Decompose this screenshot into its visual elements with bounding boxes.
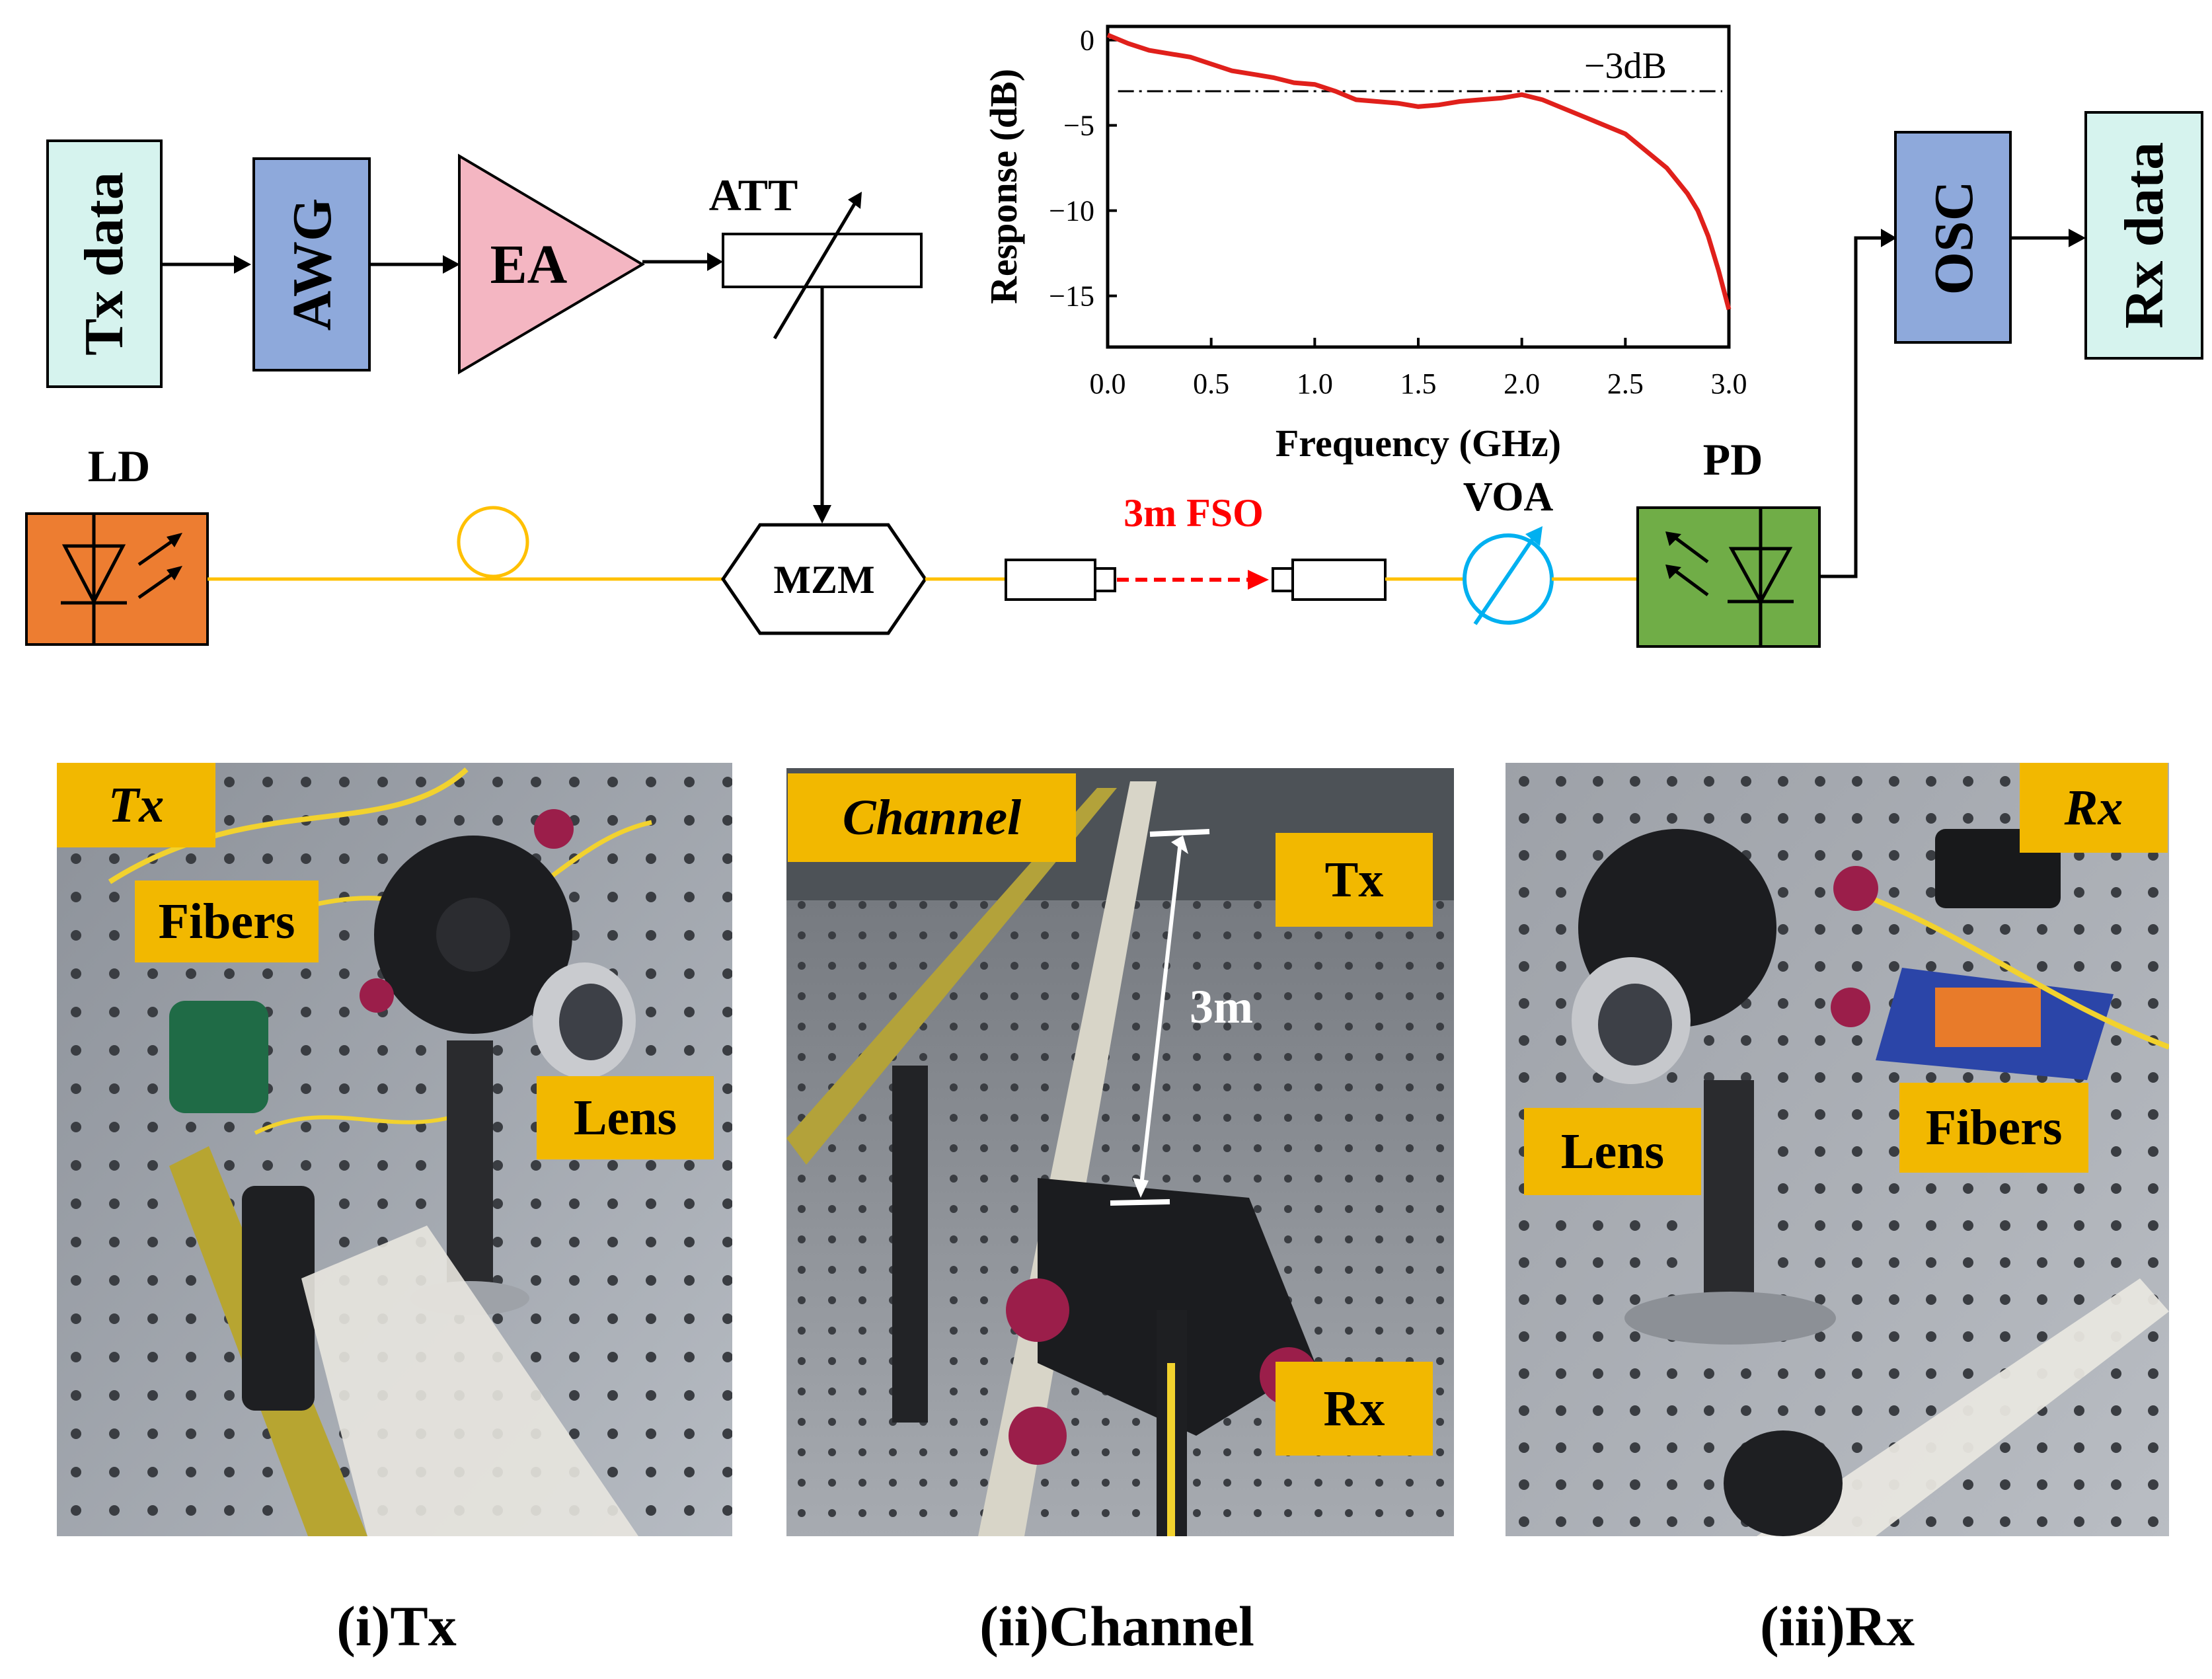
- y-tick-label: −10: [1049, 195, 1094, 227]
- rx-data-block: Rx data: [2084, 111, 2203, 360]
- channel-photo: Channel Tx Rx 3m: [786, 768, 1454, 1536]
- ld-laser-diode: [25, 512, 209, 646]
- osc-label: OSC: [1923, 181, 1985, 295]
- pd-photodiode: [1636, 506, 1821, 648]
- reception-arrow-icon: [1671, 566, 1709, 597]
- distance-label: 3m: [1190, 980, 1253, 1033]
- ea-label: EA: [490, 234, 568, 295]
- x-tick-label: 0.0: [1090, 368, 1126, 400]
- awg-label: AWG: [282, 198, 343, 331]
- channel-tx-tag: Tx: [1276, 833, 1433, 927]
- voa-label: VOA: [1463, 475, 1554, 520]
- fiber-coil-icon: [457, 506, 529, 578]
- x-axis-title: Frequency (GHz): [1276, 422, 1561, 465]
- pd-label: PD: [1703, 434, 1763, 485]
- rx-corner-tag: Rx: [2020, 763, 2168, 853]
- x-tick-label: 2.5: [1607, 368, 1644, 400]
- channel-caption: (ii)Channel: [979, 1594, 1254, 1658]
- rx-collimator: [1272, 559, 1387, 601]
- reception-arrow-icon: [1671, 533, 1709, 564]
- y-tick-label: −5: [1063, 110, 1094, 142]
- rx-caption: (iii)Rx: [1759, 1594, 1915, 1658]
- rx-lens-tag: Lens: [1524, 1108, 1701, 1195]
- tx-data-label: Tx data: [73, 172, 135, 356]
- mzm-label: MZM: [773, 558, 874, 602]
- tx-corner-tag: Tx: [57, 763, 215, 847]
- y-tick-label: 0: [1080, 24, 1094, 57]
- tx-fibers-tag: Fibers: [135, 880, 319, 962]
- system-schematic: Tx data AWG EA ATT LD: [25, 24, 2203, 648]
- arrow-pd-osc: [1819, 236, 1885, 578]
- y-tick-label: −15: [1049, 280, 1094, 313]
- tx-photo: Tx Fibers Lens: [57, 763, 732, 1536]
- tx-data-block: Tx data: [46, 139, 163, 388]
- tx-caption: (i)Tx: [336, 1594, 457, 1658]
- x-tick-label: 0.5: [1193, 368, 1229, 400]
- y-axis-title: Response (dB): [982, 69, 1025, 304]
- rx-fibers-tag: Fibers: [1899, 1083, 2088, 1173]
- reference-line-label: −3dB: [1584, 46, 1667, 87]
- x-tick-label: 1.0: [1297, 368, 1333, 400]
- x-tick-label: 1.5: [1400, 368, 1437, 400]
- osc-block: OSC: [1894, 131, 2012, 344]
- fiber-ld-mzm: [208, 506, 723, 581]
- att-attenuator: ATT: [709, 170, 923, 340]
- voa-attenuator: [1463, 526, 1554, 625]
- rx-photo: Rx Lens Fibers: [1506, 763, 2169, 1536]
- x-tick-label: 3.0: [1711, 368, 1747, 400]
- channel-rx-tag: Rx: [1276, 1362, 1433, 1456]
- x-tick-label: 2.0: [1504, 368, 1540, 400]
- tx-collimator: [1005, 559, 1116, 601]
- rx-data-label: Rx data: [2114, 142, 2175, 329]
- distance-marker: [1110, 829, 1210, 1206]
- ea-amplifier: EA: [458, 153, 645, 375]
- response-curve: [1106, 32, 1732, 311]
- frequency-response-chart: 0.0 0.5 1.0 1.5 2.0 2.5 3.0 0 −5 −10 −15 −3dB Freq…: [982, 24, 1747, 465]
- awg-block: AWG: [252, 157, 371, 371]
- tx-lens-tag: Lens: [537, 1076, 714, 1159]
- att-label: ATT: [709, 170, 798, 220]
- channel-corner-tag: Channel: [788, 773, 1076, 862]
- mzm-modulator: MZM: [720, 523, 928, 635]
- ld-label: LD: [88, 441, 150, 491]
- fso-label: 3m FSO: [1124, 491, 1264, 535]
